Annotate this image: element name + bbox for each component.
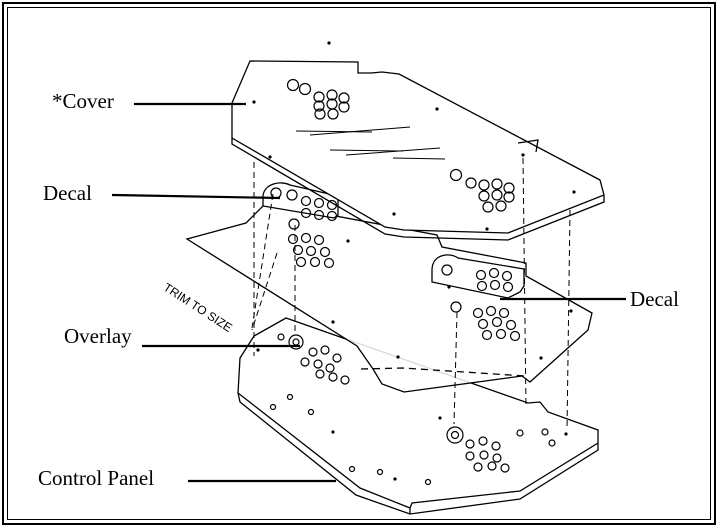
cover-reflection-lines bbox=[295, 126, 446, 160]
left-decal-holes bbox=[270, 187, 338, 230]
cover-holes bbox=[286, 78, 515, 213]
overlay-label: Overlay bbox=[64, 324, 132, 348]
control-panel-shape bbox=[237, 317, 599, 515]
alignment-lines bbox=[251, 157, 571, 431]
cover-shape bbox=[231, 60, 605, 241]
decal-left-label: Decal bbox=[43, 181, 92, 205]
cover-label: *Cover bbox=[52, 89, 114, 113]
control-panel-dots bbox=[256, 348, 568, 481]
overlay-shape bbox=[185, 202, 593, 393]
cover-dots bbox=[252, 41, 576, 231]
control-panel-label: Control Panel bbox=[38, 466, 155, 490]
right-decal-holes bbox=[441, 264, 514, 293]
overlay-holes bbox=[277, 232, 521, 342]
right-decal-shape bbox=[431, 254, 525, 299]
leader-lines bbox=[111, 102, 626, 483]
decal-right-label: Decal bbox=[630, 287, 679, 311]
inner-frame bbox=[7, 7, 711, 520]
